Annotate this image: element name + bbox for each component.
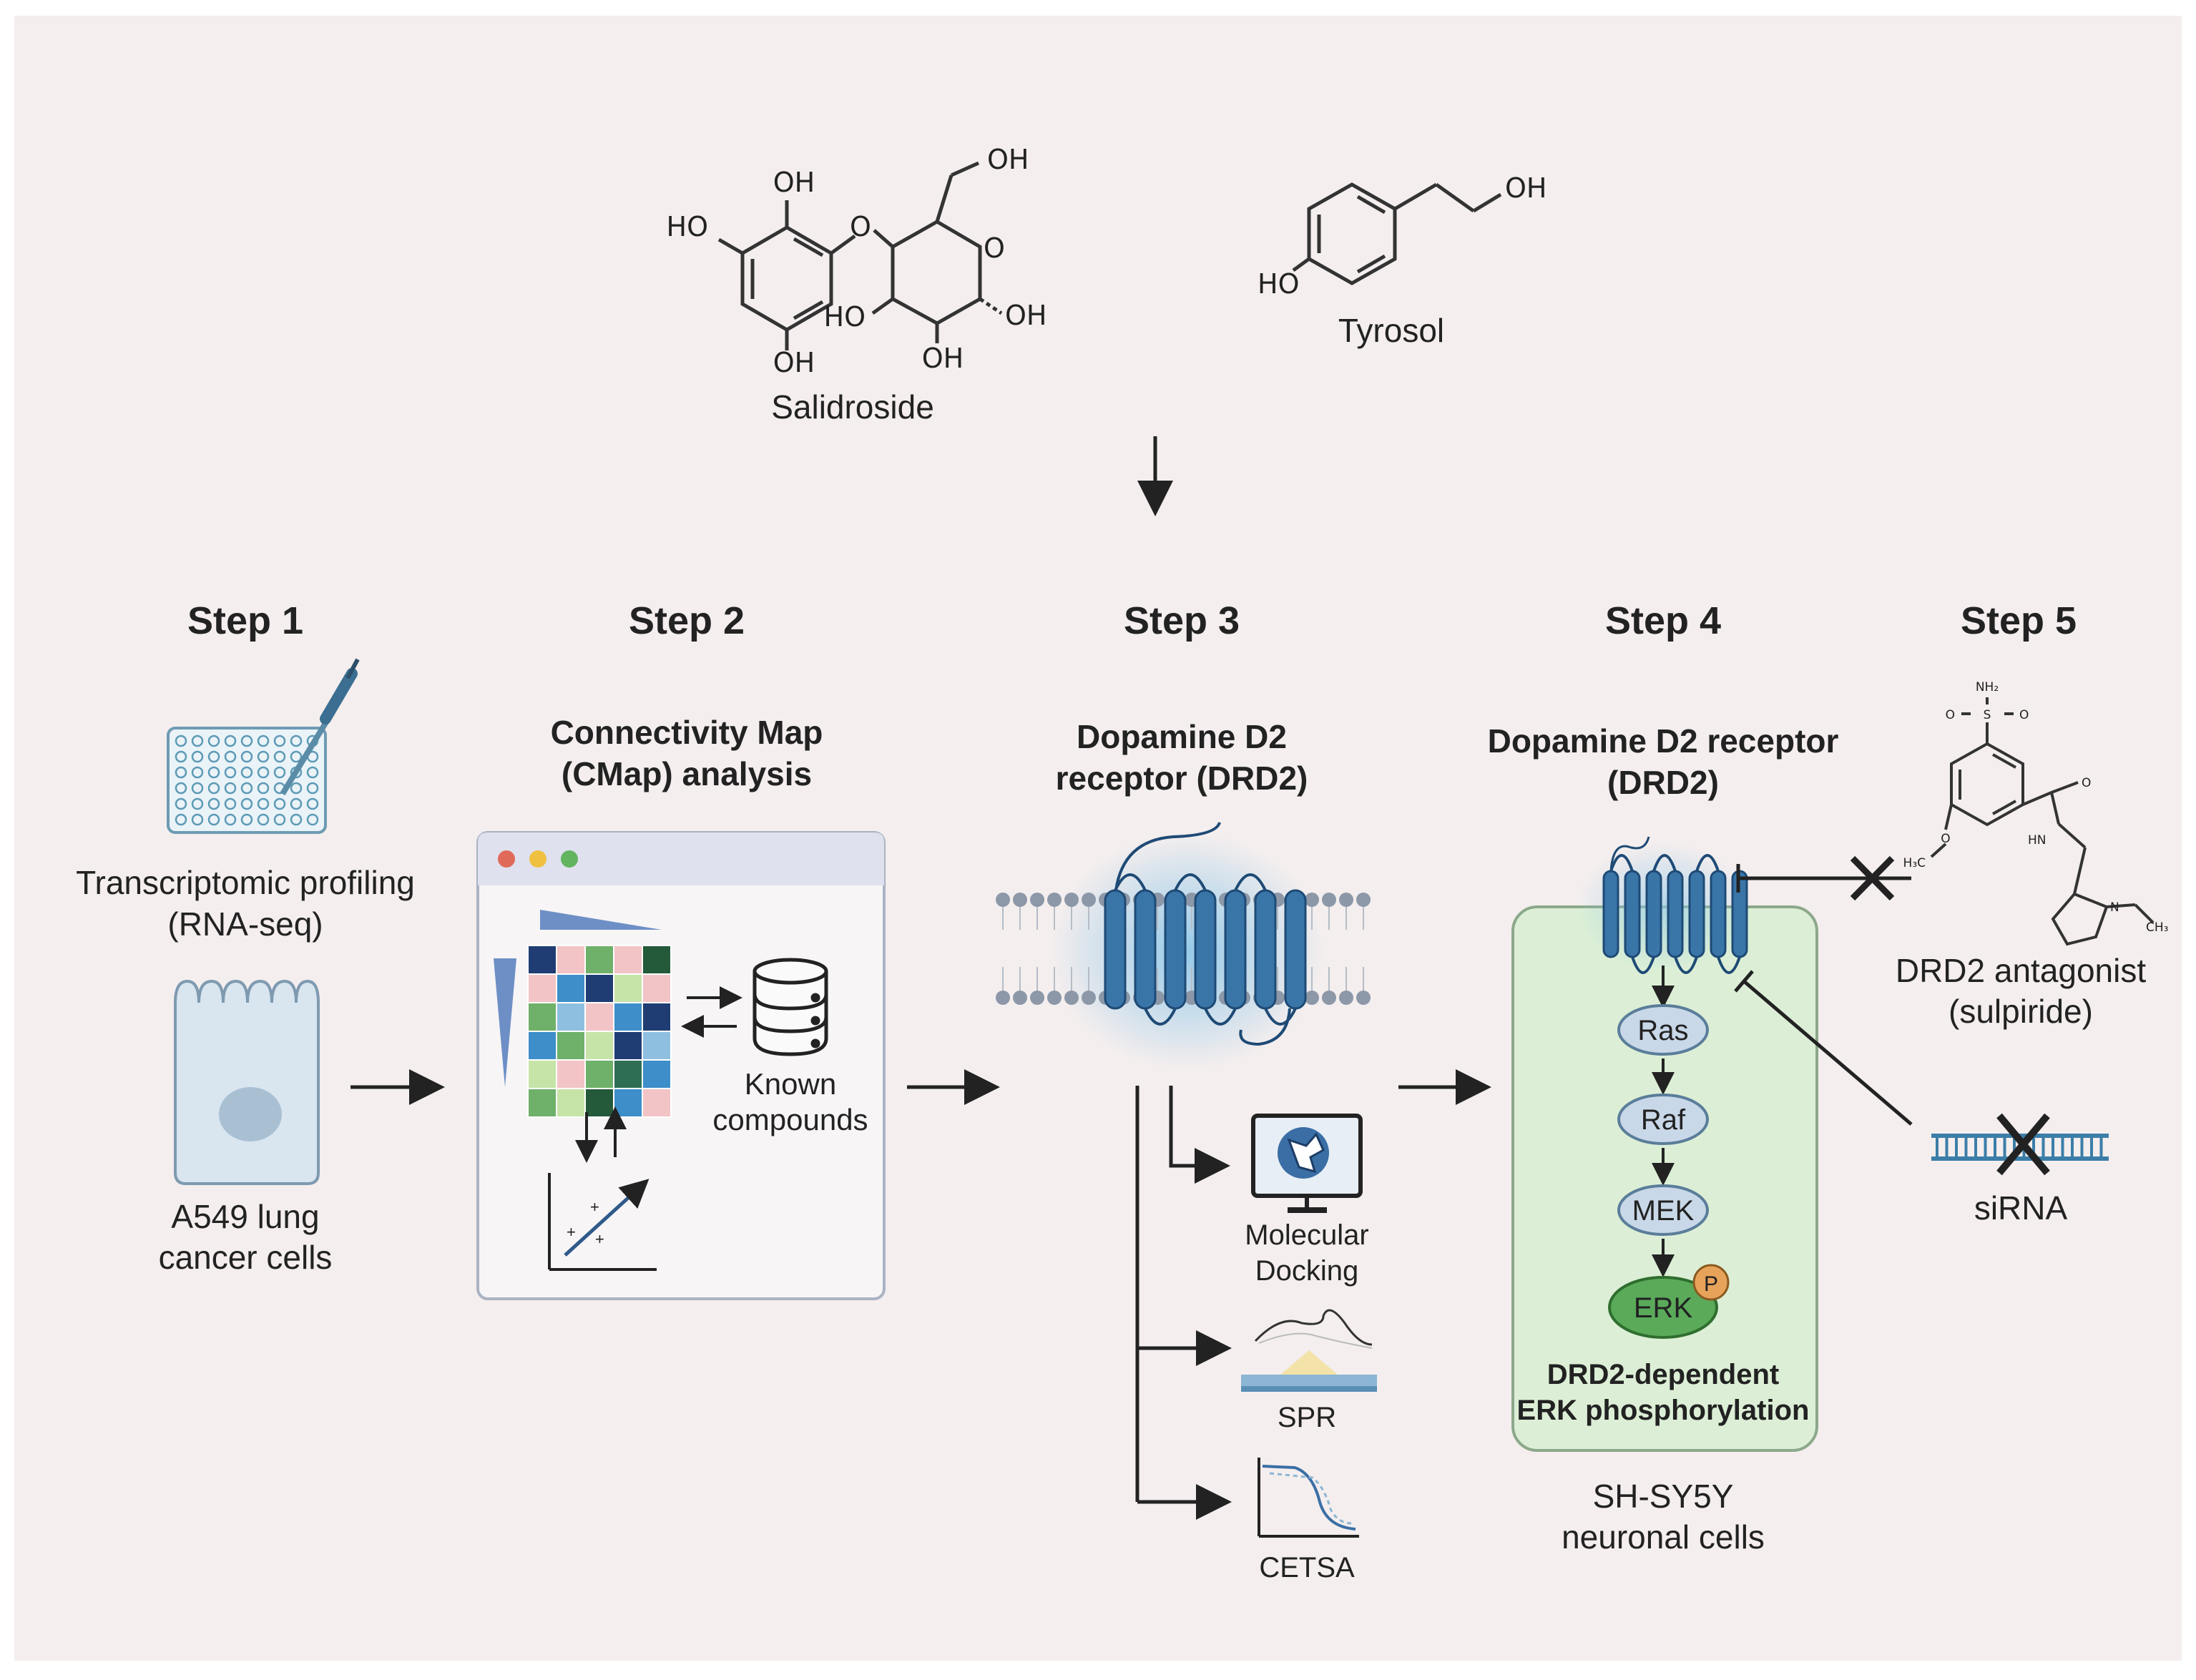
step-4-label: Step 4 <box>1605 599 1721 642</box>
cascade-node-mek <box>1617 1184 1709 1236</box>
step2-title-line2: (CMap) analysis <box>562 755 812 792</box>
step1-profiling-line1: Transcriptomic profiling <box>76 864 415 901</box>
salidroside-labels: OH HO OH O OH O HO OH OH <box>667 144 1047 378</box>
step3-title-line1: Dopamine D2 <box>1077 718 1287 755</box>
step4-result-line1: DRD2-dependent <box>1547 1359 1779 1390</box>
cmap-heatmap <box>527 945 672 1118</box>
assay-docking-line2: Docking <box>1255 1255 1359 1287</box>
step2-db-line2: compounds <box>712 1103 868 1136</box>
window-maximize-dot <box>561 850 578 868</box>
cascade-label-mek: MEK <box>1632 1195 1695 1227</box>
svg-text:HN: HN <box>2028 833 2047 848</box>
step4-title-line2: (DRD2) <box>1607 764 1719 801</box>
salidroside-group-oh-bottom: OH <box>773 347 815 378</box>
drd2-receptor-step4 <box>1577 836 1749 974</box>
a549-cell-icon <box>174 979 320 1185</box>
window-close-dot <box>498 850 515 868</box>
salidroside-group-oh-top: OH <box>773 167 815 198</box>
salidroside-group-oh-anomeric: OH <box>1005 300 1046 331</box>
assay-cetsa-label: CETSA <box>1259 1552 1355 1583</box>
step4-result-line2: ERK phosphorylation <box>1517 1395 1810 1426</box>
step5-sirna-label: siRNA <box>1974 1189 2068 1227</box>
salidroside-name: Salidroside <box>771 388 934 426</box>
svg-text:+: + <box>567 1223 576 1241</box>
tyrosol-group-oh: OH <box>1505 172 1546 204</box>
svg-text:+: + <box>595 1230 604 1248</box>
well-plate-icon <box>167 658 360 834</box>
svg-text:NH₂: NH₂ <box>1976 680 1999 694</box>
cascade-label-raf: Raf <box>1641 1104 1686 1136</box>
sulpiride-labels: NH₂ O S O O HN H₃C O N CH₃ <box>1903 680 2169 935</box>
cross-icon <box>1850 855 1895 901</box>
svg-text:O: O <box>1941 832 1950 846</box>
step1-cell-line2: cancer cells <box>159 1239 333 1276</box>
salidroside-ring-o: O <box>984 232 1005 264</box>
step1-profiling-line2: (RNA-seq) <box>167 905 323 943</box>
molecular-docking-icon <box>1251 1114 1363 1213</box>
svg-text:O: O <box>2082 776 2091 790</box>
salidroside-group-oh-sugar-bottom: OH <box>922 343 964 374</box>
salidroside-group-ho-sugar: HO <box>824 301 866 333</box>
spr-icon <box>1241 1309 1377 1392</box>
step-2-label: Step 2 <box>629 599 745 642</box>
step1-cell-line1: A549 lung <box>171 1198 319 1235</box>
step2-title-line1: Connectivity Map <box>551 714 823 751</box>
cross-icon <box>1996 1113 2050 1176</box>
assay-spr-label: SPR <box>1278 1402 1336 1433</box>
cmap-window: + + + <box>476 831 886 1300</box>
step-5-label: Step 5 <box>1961 599 2077 642</box>
step3-title-line2: receptor (DRD2) <box>1056 760 1308 797</box>
cascade-label-ras: Ras <box>1637 1015 1688 1046</box>
svg-text:CH₃: CH₃ <box>2146 920 2168 935</box>
tyrosol-labels: HO OH <box>1258 172 1546 300</box>
assay-bracket <box>1135 1086 1232 1520</box>
salidroside-group-ho-left: HO <box>667 211 708 242</box>
step-1-label: Step 1 <box>187 599 303 642</box>
cascade-node-erk <box>1608 1276 1718 1339</box>
phospho-label: P <box>1704 1272 1718 1296</box>
tyrosol-name: Tyrosol <box>1338 312 1444 349</box>
cascade-label-erk: ERK <box>1634 1292 1693 1324</box>
svg-text:O: O <box>1946 708 1955 722</box>
cmap-top-gradient <box>540 910 662 930</box>
tyrosol-group-ho: HO <box>1258 268 1299 300</box>
background-panel <box>14 16 2182 1661</box>
svg-text:+: + <box>590 1198 599 1216</box>
antagonist-inhibition <box>1736 855 1911 901</box>
step-3-label: Step 3 <box>1124 599 1240 642</box>
step5-antagonist-line1: DRD2 antagonist <box>1896 952 2147 989</box>
window-minimize-dot <box>529 850 546 868</box>
tyrosol-structure <box>1292 182 1502 285</box>
step4-cell-line1: SH-SY5Y <box>1593 1478 1734 1515</box>
cetsa-curve-icon <box>1258 1458 1359 1538</box>
step4-cell-line2: neuronal cells <box>1562 1518 1765 1556</box>
step2-db-line1: Known <box>745 1067 836 1101</box>
drd2-membrane-receptor <box>996 822 1371 1069</box>
database-icon <box>753 958 828 1056</box>
sirna-inhibition <box>1734 970 1913 1126</box>
step5-antagonist-line2: (sulpiride) <box>1949 993 2093 1030</box>
svg-text:H₃C: H₃C <box>1903 856 1926 870</box>
salidroside-glycosidic-o: O <box>850 211 871 242</box>
step4-title-line1: Dopamine D2 receptor <box>1488 722 1839 760</box>
svg-text:S: S <box>1984 708 1991 722</box>
sirna-icon <box>1931 1113 2109 1176</box>
phospho-badge <box>1692 1264 1730 1301</box>
salidroside-group-oh-ch2: OH <box>987 144 1029 175</box>
svg-text:N: N <box>2110 900 2119 915</box>
correlation-plot-icon: + + + <box>548 1173 657 1271</box>
cascade-node-ras <box>1617 1004 1709 1056</box>
cascade-node-raf <box>1617 1094 1709 1145</box>
cmap-left-gradient <box>494 958 516 1087</box>
svg-text:O: O <box>2019 708 2029 722</box>
salidroside-structure <box>717 161 1003 350</box>
assay-docking-line1: Molecular <box>1245 1219 1368 1251</box>
sulpiride-structure <box>1930 697 2155 946</box>
